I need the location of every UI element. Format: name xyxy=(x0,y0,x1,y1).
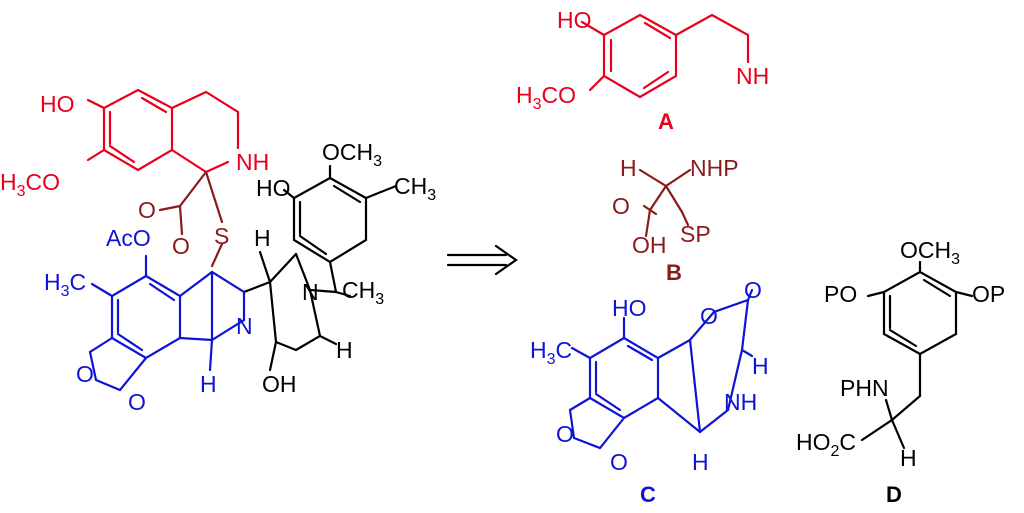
fragment-c-h-label: H xyxy=(752,353,769,379)
target-ch3-label: CH3 xyxy=(394,173,436,204)
fragment-b-h-label: H xyxy=(620,155,637,181)
fragment-b-label: B xyxy=(666,260,682,285)
target-s-label: S xyxy=(214,223,229,249)
target-oh-label: OH xyxy=(262,371,297,397)
fragment-c-o1-label: O xyxy=(556,421,574,447)
fragment-d-op-label: OP xyxy=(972,281,1005,307)
fragment-b-nhp-label: NHP xyxy=(690,155,739,181)
fragment-b-sp-label: SP xyxy=(680,221,711,247)
fragment-b-oh-label: OH xyxy=(632,232,667,258)
retrosynthesis-arrow xyxy=(446,244,518,276)
fragment-c-ho-label: HO xyxy=(612,295,647,321)
target-aco-label: AcO xyxy=(106,225,151,251)
fragment-d-label: D xyxy=(886,482,902,507)
target-h-right-label: H xyxy=(336,337,353,363)
fragment-c-h3c-label: H3C xyxy=(530,337,572,368)
target-h3co-label: H3CO xyxy=(0,169,60,200)
fragment-a-h3co-label: H3CO xyxy=(516,82,576,113)
target-nh-label: NH xyxy=(236,149,269,175)
fragment-c-h2-label: H xyxy=(692,449,709,475)
fragment-c-structure: HO H3C O O H NH O O H C xyxy=(530,277,769,507)
target-n1-label: N xyxy=(302,279,319,305)
target-n2-label: N xyxy=(236,313,253,339)
target-carbonyl-o-label: O xyxy=(138,197,156,223)
fragment-a-label: A xyxy=(658,109,674,134)
fragment-d-phn-label: PHN xyxy=(840,375,889,401)
fragment-c-nh-label: NH xyxy=(724,389,757,415)
target-ester-o-label: O xyxy=(172,233,190,259)
fragment-d-h-label: H xyxy=(900,445,917,471)
target-nch3-label: CH3 xyxy=(342,277,384,308)
fragment-d-ho2c-label: HO2C xyxy=(796,429,856,460)
fragment-c-carbonyl-o-label: O xyxy=(744,277,762,303)
fragment-d-po-label: PO xyxy=(824,281,857,307)
fragment-b-structure: H NHP O OH SP B xyxy=(612,155,739,285)
fragment-a-structure: HO NH H3CO A xyxy=(516,7,769,134)
fragment-d-structure: OCH3 PO OP PHN HO2C H D xyxy=(796,237,1005,507)
target-molecule: HO NH H3CO O O S OCH3 HO CH3 N CH3 H OH … xyxy=(0,88,436,415)
target-ho-label: HO xyxy=(40,91,75,117)
target-o1-label: O xyxy=(76,361,94,387)
target-h-bottom-label: H xyxy=(200,371,217,397)
fragment-c-label: C xyxy=(640,482,656,507)
fragment-a-nh2-label: NH xyxy=(736,63,769,89)
fragment-d-och3-label: OCH3 xyxy=(900,237,960,268)
target-h3c-label: H3C xyxy=(44,269,86,300)
target-o2-label: O xyxy=(128,389,146,415)
target-och3-label: OCH3 xyxy=(322,139,382,170)
target-h-top-label: H xyxy=(254,225,271,251)
target-ring-ho-label: HO xyxy=(256,175,291,201)
fragment-b-o-label: O xyxy=(612,193,630,219)
fragment-c-o2-label: O xyxy=(610,449,628,475)
fragment-a-ho-label: HO xyxy=(557,7,592,33)
fragment-c-o-label: O xyxy=(700,303,718,329)
